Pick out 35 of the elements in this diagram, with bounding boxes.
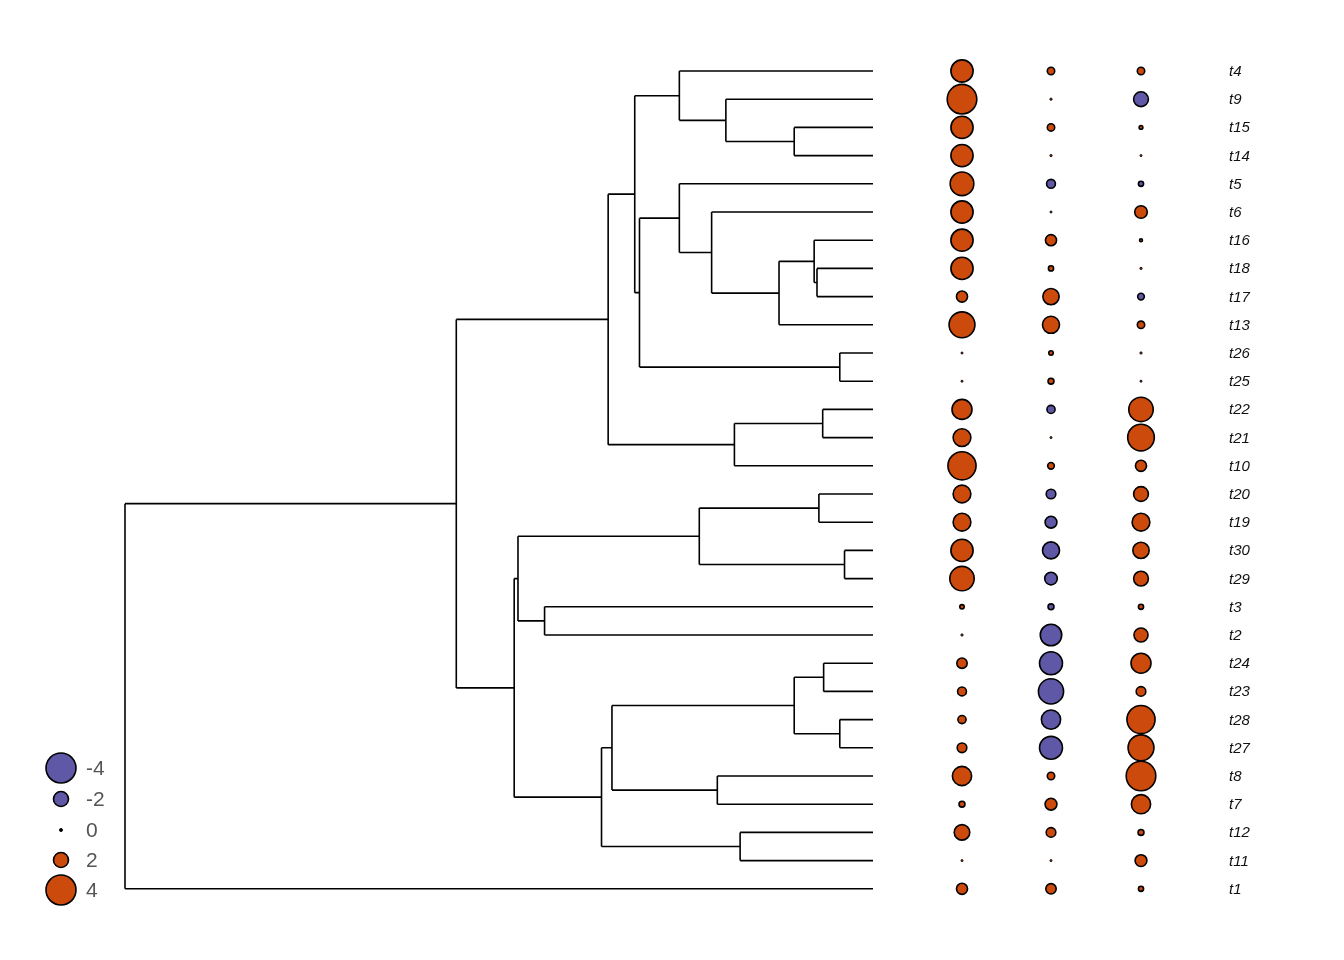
tip-label: t14 <box>1229 146 1250 165</box>
tip-label: t17 <box>1229 287 1250 306</box>
tip-label: t28 <box>1229 710 1250 729</box>
legend-label: 2 <box>86 848 98 872</box>
legend-label: 4 <box>86 878 98 902</box>
tip-label: t24 <box>1229 654 1250 673</box>
tip-label: t16 <box>1229 231 1250 250</box>
tip-label: t3 <box>1229 597 1242 616</box>
tip-label: t6 <box>1229 203 1242 221</box>
tip-label: t12 <box>1229 823 1250 842</box>
tip-label: t1 <box>1229 879 1242 898</box>
tip-label: t7 <box>1229 795 1242 814</box>
legend-label: -2 <box>86 787 105 811</box>
tip-label: t27 <box>1229 738 1250 757</box>
legend-label: 0 <box>86 818 98 842</box>
legend-label: -4 <box>86 756 105 780</box>
tip-label: t13 <box>1229 315 1250 334</box>
tip-label: t29 <box>1229 569 1250 588</box>
tip-label: t11 <box>1229 851 1249 870</box>
tip-label: t9 <box>1229 90 1242 109</box>
tip-label: t26 <box>1229 344 1250 362</box>
tip-label: t30 <box>1229 541 1250 560</box>
tip-label: t21 <box>1229 428 1250 447</box>
tip-label: t19 <box>1229 513 1250 532</box>
tip-label: t2 <box>1229 626 1242 644</box>
tip-label: t4 <box>1229 62 1242 80</box>
tip-label: t15 <box>1229 118 1250 137</box>
tip-label: t20 <box>1229 485 1250 503</box>
tip-label: t10 <box>1229 456 1250 475</box>
tip-label: t5 <box>1229 174 1242 193</box>
tip-label: t18 <box>1229 259 1250 278</box>
tip-label: t23 <box>1229 682 1250 701</box>
tip-label: t22 <box>1229 400 1250 419</box>
tip-label: t8 <box>1229 767 1242 785</box>
tip-label: t25 <box>1229 372 1250 391</box>
